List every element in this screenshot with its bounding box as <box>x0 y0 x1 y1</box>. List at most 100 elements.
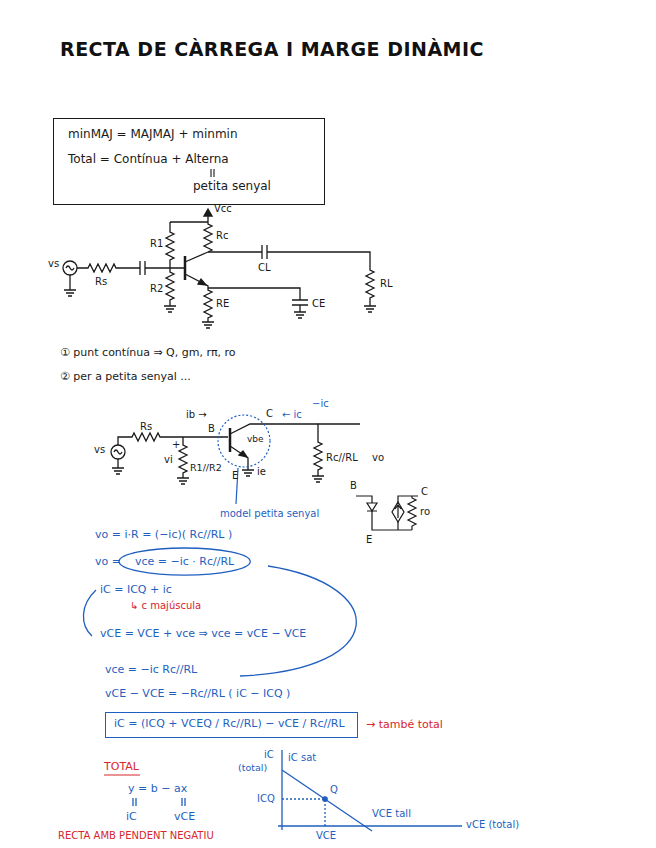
ground-symbol <box>364 306 376 312</box>
equation: vCE − VCE = −Rc//RL ( iC − ICQ ) <box>105 687 290 700</box>
component-label: RE <box>216 298 229 310</box>
ground-symbol <box>202 322 214 328</box>
ground-symbol <box>112 468 124 474</box>
component-label: R1 <box>150 238 163 250</box>
equation: vce = −ic Rc//RL <box>105 663 197 676</box>
wire <box>398 496 418 530</box>
component-label: RL <box>380 278 393 290</box>
transistor-emitter <box>185 274 212 322</box>
summary-box: minMAJ = MAJMAJ + minminTotal = Contínua… <box>53 118 325 205</box>
axis-label: iC sat <box>288 752 316 764</box>
equation: vo = i·R = (−ic)( Rc//RL ) <box>95 528 232 541</box>
transistor-collector <box>185 252 208 262</box>
axis-label: iC <box>264 749 274 761</box>
terminal-label: C <box>421 486 428 498</box>
annotation: ↳ c majúscula <box>130 600 201 612</box>
source-symbol <box>111 445 125 459</box>
terminal-label: E <box>366 534 372 546</box>
annotation: TOTAL <box>104 760 139 773</box>
resistor-symbol <box>204 222 212 252</box>
signal-label: ← ic <box>282 409 302 421</box>
wire <box>69 275 70 290</box>
annotation: → també total <box>366 718 443 731</box>
ground-symbol <box>242 470 254 476</box>
bias-circuit <box>63 209 376 328</box>
output-tick <box>318 423 360 424</box>
q-point <box>323 797 327 801</box>
component-label: CE <box>312 298 325 310</box>
axis-label: (total) <box>238 762 267 773</box>
component-label: Rs <box>140 421 152 433</box>
highlight-ellipse <box>119 548 250 575</box>
resistor-symbol <box>166 222 174 268</box>
step-note: ① punt contínua ⇒ Q, gm, rπ, ro <box>60 346 236 359</box>
ground-symbol <box>312 476 324 482</box>
supply-rail <box>170 212 208 222</box>
capacitor-symbol <box>208 288 308 312</box>
signal-label: vs <box>94 444 105 456</box>
source-sine <box>114 450 122 454</box>
component-label: Rs <box>95 276 107 288</box>
bracket-curve <box>240 566 356 676</box>
component-label: ro <box>420 506 430 518</box>
load-line <box>282 770 372 831</box>
component-label: R2 <box>150 283 163 295</box>
ground-symbol <box>177 478 189 484</box>
guide-line <box>282 799 325 826</box>
signal-label: vi <box>164 454 173 466</box>
equation: vCE <box>174 810 195 823</box>
current-source <box>392 502 404 522</box>
point-label: Q <box>330 784 338 796</box>
bracket-curve <box>83 590 96 636</box>
annotation: model petita senyal <box>220 508 319 520</box>
signal-label: ie <box>257 466 266 478</box>
component-label: R1//R2 <box>190 462 222 473</box>
equation: y = b − ax <box>128 782 187 795</box>
equation: vo = <box>95 555 121 568</box>
wire <box>356 496 372 503</box>
annotation: RECTA AMB PENDENT NEGATIU <box>58 830 214 842</box>
equation-box: iC = (ICQ + VCEQ / Rc//RL) − vCE / Rc//R… <box>105 712 358 738</box>
page-title: RECTA DE CÀRREGA I MARGE DINÀMIC <box>60 38 484 60</box>
diode-symbol <box>367 503 377 511</box>
box-text: iC = (ICQ + VCEQ / Rc//RL) − vCE / Rc//R… <box>114 717 349 731</box>
signal-label: ib → <box>186 409 207 421</box>
ditto-mark <box>211 169 214 177</box>
axis-label: VCE <box>316 830 336 842</box>
wire <box>367 511 412 530</box>
component-label: Rc <box>216 230 228 242</box>
resistor-symbol <box>408 496 416 530</box>
axis-label: vCE (total) <box>466 819 519 831</box>
transistor-collector <box>230 424 322 476</box>
terminal-label: B <box>208 423 215 435</box>
source-sine <box>66 266 74 270</box>
component-label: Rc//RL <box>326 452 358 464</box>
supply-arrow <box>204 209 212 216</box>
ground-symbol <box>164 306 176 312</box>
load-line-graph <box>278 750 462 831</box>
axis-label: ICQ <box>257 793 275 805</box>
supply-label: Vcc <box>214 203 232 215</box>
ditto-mark <box>133 798 185 806</box>
transistor-base <box>184 256 187 280</box>
equation-marks <box>83 548 356 806</box>
signal-label: −ic <box>312 398 329 410</box>
terminal-label: E <box>232 470 238 482</box>
equation: iC <box>126 810 137 823</box>
equation: vCE = VCE + vce ⇒ vce = vCE − VCE <box>100 627 306 640</box>
terminal-label: B <box>350 480 357 492</box>
equation: vce = −ic · Rc//RL <box>135 555 234 568</box>
hybrid-pi-model <box>356 496 418 530</box>
transistor-base <box>229 428 232 452</box>
equation: iC = ICQ + ic <box>100 583 172 596</box>
step-note: ② per a petita senyal ... <box>60 370 191 383</box>
box-text: petita senyal <box>193 179 310 194</box>
signal-label: vbe <box>247 434 264 445</box>
underline <box>104 774 140 775</box>
component-label: CL <box>258 262 271 274</box>
capacitor-symbol <box>140 261 185 275</box>
box-text: Total = Contínua + Alterna <box>68 152 310 167</box>
signal-label: vo <box>372 452 384 464</box>
signal-label: vs <box>48 258 59 270</box>
